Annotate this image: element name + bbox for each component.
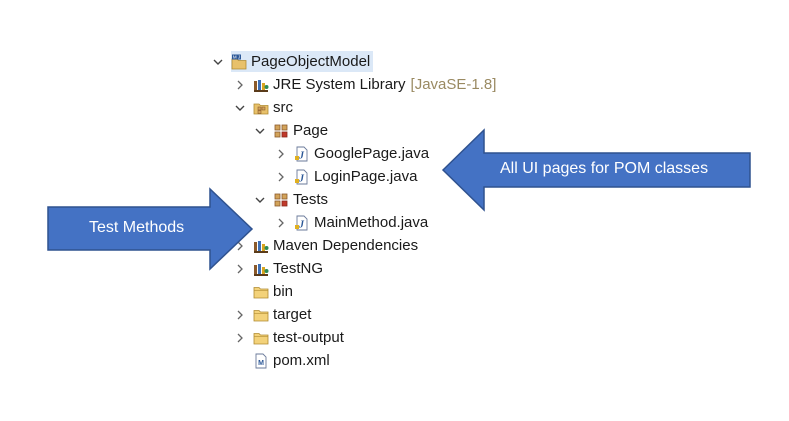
folder-icon	[253, 307, 269, 323]
tree-item-test-output[interactable]: test-output	[234, 327, 347, 348]
package-icon	[273, 192, 289, 208]
tree-item-jre-library[interactable]: JRE System Library [JavaSE-1.8]	[234, 74, 499, 95]
tree-item-target[interactable]: target	[234, 304, 314, 325]
folder-icon	[253, 330, 269, 346]
tree-item-label: test-output	[273, 329, 344, 346]
tree-item-label: MainMethod.java	[314, 214, 429, 231]
chevron-right-icon[interactable]	[275, 166, 287, 187]
tree-item-label: LoginPage.java	[314, 168, 418, 185]
chevron-right-icon[interactable]	[275, 143, 287, 164]
java-file-icon	[294, 169, 310, 185]
tree-item-package-tests[interactable]: Tests	[254, 189, 331, 210]
tree-item-label: src	[273, 99, 293, 116]
chevron-right-icon[interactable]	[234, 304, 246, 325]
tree-item-testng[interactable]: TestNG	[234, 258, 326, 279]
folder-icon	[253, 284, 269, 300]
tree-item-label: TestNG	[273, 260, 324, 277]
tree-item-maven-dependencies[interactable]: Maven Dependencies	[234, 235, 421, 256]
library-icon	[253, 77, 269, 93]
callout-text-test-methods: Test Methods	[89, 219, 185, 236]
tree-item-label: PageObjectModel	[251, 53, 371, 70]
tree-item-loginpage-java[interactable]: LoginPage.java	[275, 166, 420, 187]
tree-item-project[interactable]: PageObjectModel	[212, 51, 374, 72]
maven-project-icon	[231, 54, 247, 70]
chevron-right-icon[interactable]	[234, 74, 246, 95]
tree-item-label: Page	[293, 122, 329, 139]
tree-item-label: target	[273, 306, 312, 323]
chevron-down-icon[interactable]	[234, 97, 246, 118]
chevron-right-icon[interactable]	[234, 327, 246, 348]
tree-item-label: Maven Dependencies	[273, 237, 419, 254]
tree-item-mainmethod-java[interactable]: MainMethod.java	[275, 212, 431, 233]
java-file-icon	[294, 146, 310, 162]
jre-version-decoration: [JavaSE-1.8]	[410, 76, 497, 93]
package-icon	[273, 123, 289, 139]
callout-arrow-right-pointing	[47, 187, 254, 271]
tree-item-label: bin	[273, 283, 294, 300]
tree-item-label: GooglePage.java	[314, 145, 430, 162]
chevron-right-icon[interactable]	[275, 212, 287, 233]
tree-item-bin[interactable]: bin	[234, 281, 296, 302]
chevron-down-icon[interactable]	[254, 120, 266, 141]
tree-item-googlepage-java[interactable]: GooglePage.java	[275, 143, 432, 164]
tree-item-src[interactable]: src	[234, 97, 296, 118]
callout-arrow-left-pointing	[441, 128, 751, 212]
java-file-icon	[294, 215, 310, 231]
chevron-down-icon[interactable]	[212, 51, 224, 72]
tree-item-label: JRE System Library	[273, 76, 406, 93]
chevron-down-icon[interactable]	[254, 189, 266, 210]
tree-item-pom-xml[interactable]: pom.xml	[234, 350, 333, 371]
tree-item-label: pom.xml	[273, 352, 330, 369]
maven-pom-icon	[253, 353, 269, 369]
library-icon	[253, 261, 269, 277]
tree-item-label: Tests	[293, 191, 329, 208]
library-icon	[253, 238, 269, 254]
callout-text-pom-pages: All UI pages for POM classes	[500, 160, 709, 177]
tree-item-package-page[interactable]: Page	[254, 120, 331, 141]
source-folder-icon	[253, 100, 269, 116]
